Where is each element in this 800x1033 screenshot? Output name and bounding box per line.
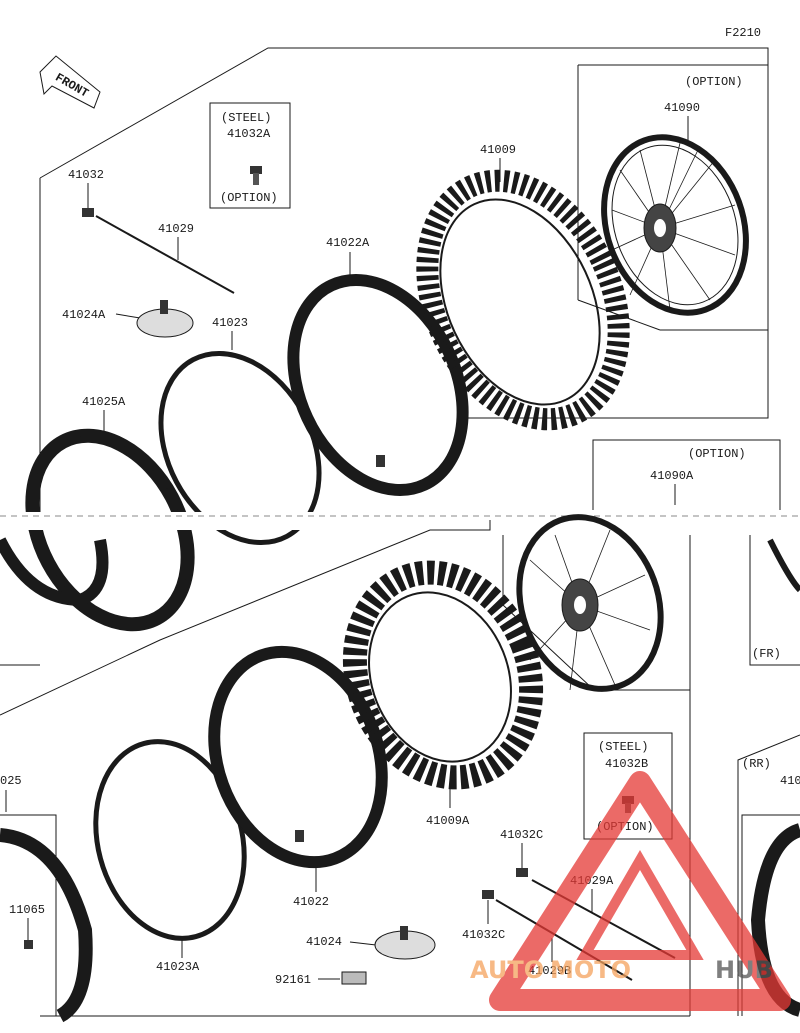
- steel-label: (STEEL): [221, 111, 271, 125]
- part-41009-label: 41009: [480, 143, 516, 157]
- part-41024-label: 41024: [306, 935, 342, 949]
- nipple-11065: [24, 940, 33, 949]
- valve-cap-41032C-2: [482, 890, 494, 899]
- fr-label: (FR): [752, 647, 781, 661]
- part-11065-label: 11065: [9, 903, 45, 917]
- middle-panel-outline: [592, 439, 781, 510]
- part-41090-label: 41090: [664, 101, 700, 115]
- part-92161-label: 92161: [275, 973, 311, 987]
- part-41024A-label: 41024A: [62, 308, 106, 322]
- part-41023A-label: 41023A: [156, 960, 200, 974]
- rim-band-41023: [158, 350, 322, 546]
- part-41022A-label: 41022A: [326, 236, 370, 250]
- part-41025A-label: 41025A: [82, 395, 126, 409]
- part-41032A-label: 41032A: [227, 127, 271, 141]
- part-41032-label: 41032: [68, 168, 104, 182]
- scan-gap: [0, 512, 800, 530]
- part-41029-label: 41029: [158, 222, 194, 236]
- front-tire-41009: [416, 169, 630, 431]
- rim-lock-41024A: [136, 300, 194, 338]
- front-arrow-icon: FRONT: [39, 55, 101, 109]
- spoke-41029B: [495, 899, 633, 981]
- rear-tire-41009A: [342, 560, 544, 790]
- valve-cap-41032: [82, 208, 94, 217]
- part-41032C-label-2: 41032C: [462, 928, 505, 942]
- fr-box: [749, 535, 800, 666]
- valve-cap-41032C-1: [516, 868, 528, 877]
- inner-tube-41022: [208, 645, 388, 869]
- part-41009A-label: 41009A: [426, 814, 470, 828]
- steel-box-41032A: (STEEL) 41032A (OPTION): [209, 102, 291, 209]
- option-label: (OPTION): [220, 191, 278, 205]
- part-410-label: 410: [780, 774, 800, 788]
- inner-tube-41022A: [287, 273, 469, 497]
- part-025-label: 025: [0, 774, 22, 788]
- watermark-triangle-icon: [489, 771, 791, 1011]
- damper-92161: [341, 971, 367, 985]
- automotohub-watermark: AUTO MOTO HUB: [470, 771, 791, 1011]
- part-41029B-label: 41029B: [528, 964, 571, 978]
- bottom-panel-outline: [0, 520, 491, 716]
- part-41090A-label: 41090A: [650, 469, 694, 483]
- rim-41025: [0, 828, 93, 1023]
- spoke-41029: [95, 215, 235, 294]
- fr-rim-fragment: [767, 538, 800, 593]
- wheel-option-label: (OPTION): [685, 75, 743, 89]
- watermark-hub: HUB: [715, 956, 773, 984]
- watermark-auto: AUTO: [470, 956, 544, 984]
- figure-code: F2210: [725, 26, 761, 40]
- wheel-option-a-label: (OPTION): [688, 447, 746, 461]
- watermark-moto: MOTO: [550, 956, 631, 984]
- rim-band-41023A: [93, 739, 247, 941]
- part-41032B-label: 41032B: [605, 757, 648, 771]
- rim-lock-41024: [374, 926, 436, 960]
- part-41022-label: 41022: [293, 895, 329, 909]
- part-41032C-label-1: 41032C: [500, 828, 543, 842]
- rim-41025A-lower: [0, 537, 109, 607]
- valve-core-icon: [250, 166, 262, 185]
- rr-label: (RR): [742, 757, 771, 771]
- top-panel-outline: [39, 47, 769, 419]
- rim-41025A: [25, 428, 195, 632]
- rear-rim-box: [0, 814, 57, 1016]
- front-wheel-41090: [601, 134, 749, 316]
- steel-b-label: (STEEL): [598, 740, 648, 754]
- part-41023-label: 41023: [212, 316, 248, 330]
